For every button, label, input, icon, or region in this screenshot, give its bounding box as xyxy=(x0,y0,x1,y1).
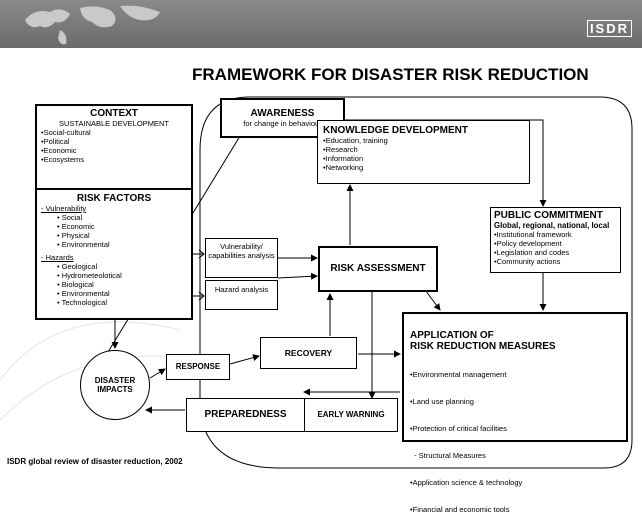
public-commitment-list: •Institutional framework •Policy develop… xyxy=(494,230,617,266)
risk-factors-box: RISK FACTORS - Vulnerability • Social • … xyxy=(35,188,193,320)
list-item: •Protection of critical facilities xyxy=(410,424,507,433)
list-item: • Technological xyxy=(57,298,108,307)
hazards-label: - Hazards xyxy=(41,253,74,262)
list-item: •Land use planning xyxy=(410,397,474,406)
hazard-analysis-label: Hazard analysis xyxy=(214,285,269,294)
list-item: •Policy development xyxy=(494,239,562,248)
public-commitment-box: PUBLIC COMMITMENT Global, regional, nati… xyxy=(490,207,621,273)
vulnerability-analysis-label: Vulnerability/ capabilities analysis xyxy=(208,242,275,260)
risk-assessment-box: RISK ASSESSMENT xyxy=(318,246,438,292)
risk-assessment-label: RISK ASSESSMENT xyxy=(330,263,426,274)
awareness-heading: AWARENESS xyxy=(250,108,315,119)
context-box: CONTEXT SUSTAINABLE DEVELOPMENT •Social-… xyxy=(35,104,193,190)
list-item: •Ecosystems xyxy=(41,155,85,164)
hazards-list: • Geological • Hydrometeolotical • Biolo… xyxy=(41,262,187,307)
application-heading-line2: RISK REDUCTION MEASURES xyxy=(410,341,556,352)
knowledge-development-box: KNOWLEDGE DEVELOPMENT •Education, traini… xyxy=(317,120,530,184)
knowledge-heading: KNOWLEDGE DEVELOPMENT xyxy=(323,125,469,136)
disaster-impacts-label: DISASTER IMPACTS xyxy=(94,376,136,394)
isdr-logo: ISDR xyxy=(586,20,632,37)
application-measures-box: APPLICATION OF RISK REDUCTION MEASURES •… xyxy=(402,312,628,514)
header-banner: ISDR xyxy=(0,0,642,48)
list-item: •Legislation and codes xyxy=(494,248,570,257)
application-list: •Environmental management •Land use plan… xyxy=(410,352,620,532)
list-item: •Community actions xyxy=(494,257,561,266)
list-item: • Environmental xyxy=(57,240,110,249)
list-item: • Physical xyxy=(57,231,90,240)
list-item: •Economic xyxy=(41,146,77,155)
public-commitment-heading: PUBLIC COMMITMENT xyxy=(494,210,603,221)
framework-boundary xyxy=(199,96,633,469)
list-item: •Environmental management xyxy=(410,370,507,379)
vulnerability-list: • Social • Economic • Physical • Environ… xyxy=(41,213,187,249)
knowledge-list: •Education, training •Research •Informat… xyxy=(323,136,524,172)
public-commitment-subtitle: Global, regional, national, local xyxy=(494,221,610,230)
recovery-box: RECOVERY xyxy=(260,337,357,369)
list-item: •Institutional framework xyxy=(494,230,572,239)
disaster-impacts-node: DISASTER IMPACTS xyxy=(80,350,150,420)
context-heading: CONTEXT xyxy=(90,108,138,119)
hazard-analysis-box: Hazard analysis xyxy=(205,280,278,310)
list-item: •Information xyxy=(323,154,364,163)
context-list: •Social-cultural •Political •Economic •E… xyxy=(41,128,187,164)
vulnerability-label: - Vulnerability xyxy=(41,204,87,213)
list-item: •Application science & technology xyxy=(410,478,523,487)
world-map-icon xyxy=(25,5,160,45)
recovery-label: RECOVERY xyxy=(284,348,333,358)
page-title: FRAMEWORK FOR DISASTER RISK REDUCTION xyxy=(192,65,589,84)
preparedness-label: PREPAREDNESS xyxy=(204,409,287,420)
list-item: • Biological xyxy=(57,280,94,289)
response-label: RESPONSE xyxy=(175,362,221,371)
application-heading-line1: APPLICATION OF xyxy=(410,330,494,341)
preparedness-box: PREPAREDNESS xyxy=(186,398,305,432)
risk-factors-heading: RISK FACTORS xyxy=(76,193,152,204)
list-item: •Financial and economic tools xyxy=(410,505,510,514)
vulnerability-analysis-box: Vulnerability/ capabilities analysis xyxy=(205,238,278,278)
early-warning-label: EARLY WARNING xyxy=(317,410,385,419)
list-item: •Education, training xyxy=(323,136,388,145)
list-item: - Structural Measures xyxy=(410,451,486,460)
response-box: RESPONSE xyxy=(166,354,230,380)
awareness-subtitle: for change in behaviour xyxy=(243,119,322,128)
list-item: • Environmental xyxy=(57,289,110,298)
list-item: • Geological xyxy=(57,262,98,271)
list-item: • Economic xyxy=(57,222,95,231)
list-item: •Research xyxy=(323,145,358,154)
source-footer: ISDR global review of disaster reduction… xyxy=(7,457,183,466)
list-item: •Networking xyxy=(323,163,364,172)
early-warning-box: EARLY WARNING xyxy=(304,398,398,432)
list-item: •Social-cultural xyxy=(41,128,91,137)
list-item: •Political xyxy=(41,137,70,146)
context-subheading: SUSTAINABLE DEVELOPMENT xyxy=(59,119,169,128)
list-item: • Social xyxy=(57,213,83,222)
list-item: • Hydrometeolotical xyxy=(57,271,122,280)
